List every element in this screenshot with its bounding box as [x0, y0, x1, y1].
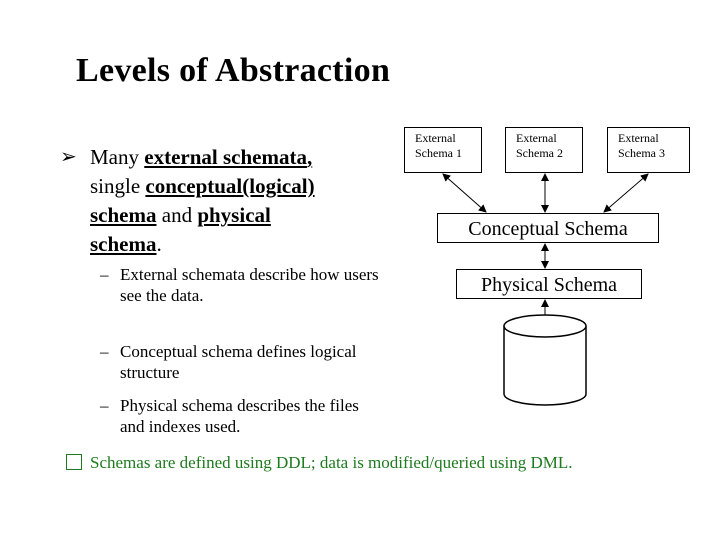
text-physical: physical	[197, 203, 271, 227]
arrow-ext3-conceptual	[603, 173, 649, 213]
text-conceptual-logical: conceptual(logical)	[145, 174, 315, 198]
external-schema-3-label: External Schema 3	[618, 131, 665, 160]
text-single: single	[90, 174, 146, 198]
slide-title: Levels of Abstraction	[76, 52, 391, 89]
main-bullet-text: Many external schemata, single conceptua…	[90, 143, 380, 259]
arrow-bullet-icon: ➢	[60, 146, 77, 168]
sub-bullet-text: External schemata describe how users see…	[120, 265, 379, 305]
external-schema-2-box: External Schema 2	[505, 127, 583, 173]
disk-cylinder-icon	[503, 314, 587, 406]
text-many: Many	[90, 145, 145, 169]
dash-icon: –	[100, 342, 109, 361]
external-schema-2-label: External Schema 2	[516, 131, 563, 160]
sub-bullet-physical: – Physical schema describes the files an…	[100, 395, 380, 437]
arrow-ext1-conceptual	[442, 173, 487, 213]
text-external-schemata: external schemata	[144, 145, 307, 169]
dash-icon: –	[100, 396, 109, 415]
text-schema-2: schema	[90, 232, 157, 256]
footer-note: Schemas are defined using DDL; data is m…	[66, 453, 573, 473]
text-and: and	[156, 203, 198, 227]
sub-bullet-conceptual: – Conceptual schema defines logical stru…	[100, 341, 380, 383]
text-period: .	[156, 232, 162, 256]
dash-icon: –	[100, 265, 109, 284]
footer-text: Schemas are defined using DDL; data is m…	[90, 453, 573, 472]
text-schema-1: schema	[90, 203, 157, 227]
conceptual-schema-box: Conceptual Schema	[437, 213, 659, 243]
sub-bullet-text: Physical schema describes the files and …	[120, 396, 359, 436]
external-schema-3-box: External Schema 3	[607, 127, 690, 173]
sub-bullet-text: Conceptual schema defines logical struct…	[120, 342, 357, 382]
main-bullet: ➢ Many external schemata, single concept…	[60, 143, 380, 259]
checkbox-bullet-icon	[66, 454, 82, 470]
sub-bullet-external: – External schemata describe how users s…	[100, 264, 380, 306]
external-schema-1-label: External Schema 1	[415, 131, 462, 160]
physical-schema-box: Physical Schema	[456, 269, 642, 299]
text-comma: ,	[306, 145, 313, 169]
external-schema-1-box: External Schema 1	[404, 127, 482, 173]
